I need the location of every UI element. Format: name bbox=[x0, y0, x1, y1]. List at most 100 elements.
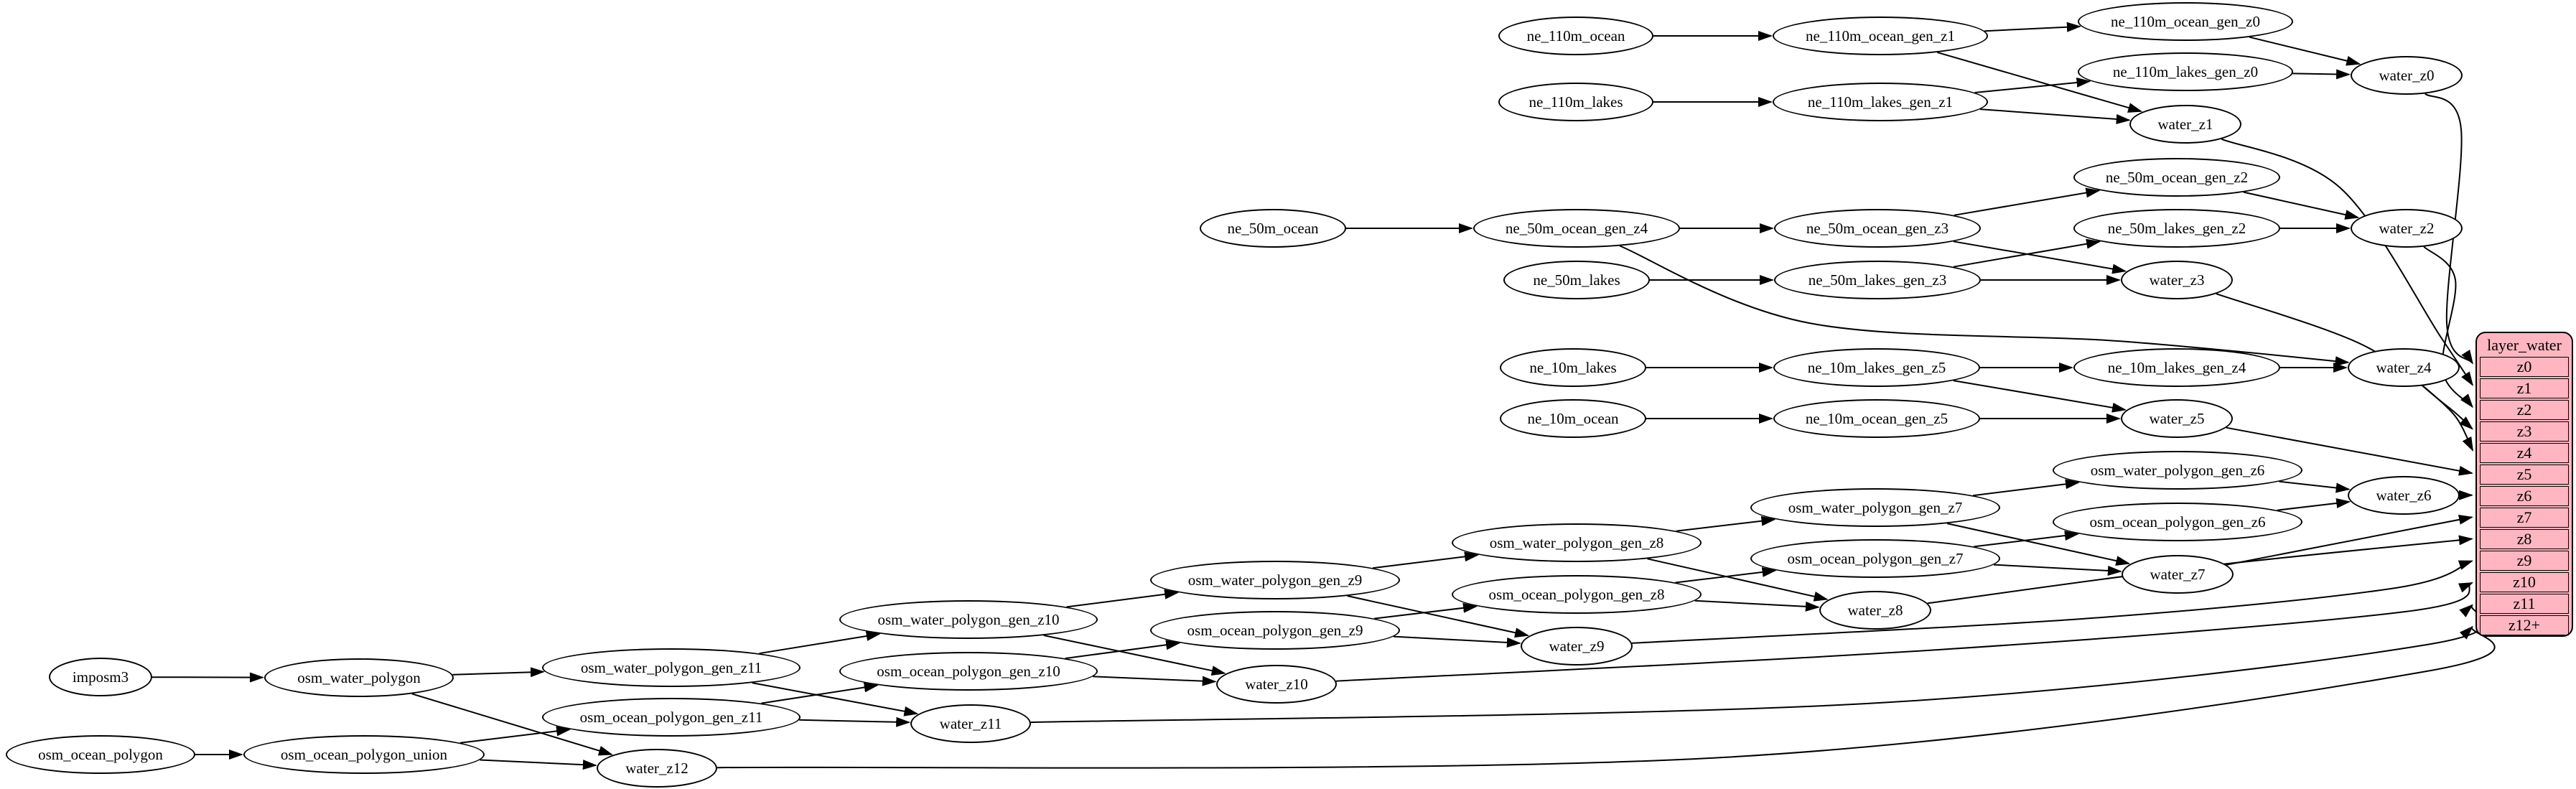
table-row-z8: z8 bbox=[2480, 529, 2569, 549]
node-osm-ocean-polygon-union: osm_ocean_polygon_union bbox=[243, 735, 485, 774]
node-water-z6: water_z6 bbox=[2348, 476, 2460, 515]
edge-ne-110m-lakes-gen-z1-to-ne-110m-lakes-gen-z0 bbox=[1974, 78, 2091, 93]
node-osm-water-polygon-gen-z8: osm_water_polygon_gen_z8 bbox=[1452, 523, 1702, 562]
node-osm-water-polygon-gen-z9: osm_water_polygon_gen_z9 bbox=[1150, 561, 1400, 599]
node-ne-110m-lakes: ne_110m_lakes bbox=[1498, 83, 1653, 121]
edge-osm-water-polygon-gen-z8-to-osm-water-polygon-gen-z7 bbox=[1676, 515, 1776, 532]
node-ne-10m-ocean-gen-z5: ne_10m_ocean_gen_z5 bbox=[1773, 399, 1980, 438]
node-ne-50m-lakes-gen-z3: ne_50m_lakes_gen_z3 bbox=[1774, 261, 1981, 299]
node-water-z2: water_z2 bbox=[2351, 209, 2463, 248]
node-osm-water-polygon-gen-z6: osm_water_polygon_gen_z6 bbox=[2053, 451, 2302, 490]
edge-ne-50m-lakes-gen-z3-to-ne-50m-lakes-gen-z2 bbox=[1953, 238, 2101, 268]
node-water-z4: water_z4 bbox=[2348, 348, 2460, 387]
edge-osm-ocean-polygon-union-to-osm-ocean-polygon-gen-z11 bbox=[459, 726, 571, 744]
edge-ne-50m-ocean-gen-z2-to-water-z2 bbox=[2243, 191, 2360, 220]
edge-osm-ocean-polygon-gen-z11-to-water-z11 bbox=[799, 716, 911, 727]
layer-water-table-title: layer_water bbox=[2487, 336, 2562, 354]
table-row-z12-plus: z12+ bbox=[2480, 615, 2569, 635]
table-row-z4: z4 bbox=[2480, 443, 2569, 463]
table-row-z11: z11 bbox=[2480, 594, 2569, 614]
edge-ne-110m-ocean-gen-z1-to-water-z1 bbox=[1936, 51, 2143, 113]
node-water-z0: water_z0 bbox=[2351, 56, 2463, 95]
edge-ne-50m-ocean-gen-z3-to-ne-50m-ocean-gen-z2 bbox=[1954, 187, 2101, 216]
edge-osm-water-polygon-gen-z9-to-osm-water-polygon-gen-z8 bbox=[1372, 551, 1479, 569]
node-ne-110m-ocean-gen-z1: ne_110m_ocean_gen_z1 bbox=[1773, 17, 1988, 55]
node-water-z11: water_z11 bbox=[910, 704, 1031, 743]
edge-ne-50m-ocean-gen-z4-to-water-z4 bbox=[1619, 245, 2350, 367]
node-ne-110m-lakes-gen-z0: ne_110m_lakes_gen_z0 bbox=[2078, 52, 2293, 91]
node-osm-ocean-polygon-gen-z11: osm_ocean_polygon_gen_z11 bbox=[542, 698, 801, 737]
node-ne-110m-ocean-gen-z0: ne_110m_ocean_gen_z0 bbox=[2078, 2, 2293, 41]
table-row-z5: z5 bbox=[2480, 464, 2569, 485]
table-row-z1: z1 bbox=[2480, 378, 2569, 398]
node-osm-water-polygon: osm_water_polygon bbox=[264, 658, 454, 697]
edge-ne-110m-lakes-gen-z1-to-water-z1 bbox=[1979, 108, 2131, 124]
node-osm-water-polygon-gen-z10: osm_water_polygon_gen_z10 bbox=[839, 600, 1098, 639]
node-ne-10m-ocean: ne_10m_ocean bbox=[1500, 399, 1646, 438]
node-ne-50m-ocean: ne_50m_ocean bbox=[1200, 209, 1346, 248]
edge-osm-water-polygon-to-osm-water-polygon-gen-z11 bbox=[452, 667, 545, 678]
edge-water-z2-to-layer-water-z2 bbox=[2423, 246, 2473, 408]
node-osm-ocean-polygon-gen-z9: osm_ocean_polygon_gen_z9 bbox=[1150, 611, 1400, 650]
edge-water-z12-to-layer-water-z12-plus bbox=[717, 625, 2496, 769]
node-ne-10m-lakes-gen-z5: ne_10m_lakes_gen_z5 bbox=[1773, 348, 1980, 387]
node-imposm3: imposm3 bbox=[49, 658, 152, 696]
node-osm-water-polygon-gen-z7: osm_water_polygon_gen_z7 bbox=[1750, 488, 2000, 527]
edge-osm-ocean-polygon-gen-z9-to-osm-ocean-polygon-gen-z8 bbox=[1373, 602, 1478, 620]
edge-water-z9-to-layer-water-z9 bbox=[1632, 560, 2473, 644]
node-ne-50m-lakes-gen-z2: ne_50m_lakes_gen_z2 bbox=[2073, 209, 2280, 248]
node-osm-ocean-polygon-gen-z6: osm_ocean_polygon_gen_z6 bbox=[2053, 503, 2302, 541]
edge-osm-ocean-polygon-gen-z11-to-osm-ocean-polygon-gen-z10 bbox=[761, 682, 879, 704]
edge-ne-110m-lakes-gen-z0-to-water-z0 bbox=[2292, 69, 2351, 80]
node-water-z5: water_z5 bbox=[2121, 399, 2233, 438]
node-water-z1: water_z1 bbox=[2129, 105, 2241, 144]
edge-osm-ocean-polygon-gen-z7-to-water-z7 bbox=[1993, 564, 2122, 576]
node-ne-50m-lakes: ne_50m_lakes bbox=[1503, 261, 1650, 299]
table-row-z6: z6 bbox=[2480, 486, 2569, 506]
table-row-z10: z10 bbox=[2480, 572, 2569, 592]
node-ne-110m-ocean: ne_110m_ocean bbox=[1498, 17, 1653, 55]
node-ne-110m-lakes-gen-z1: ne_110m_lakes_gen_z1 bbox=[1773, 83, 1988, 121]
edge-osm-water-polygon-gen-z10-to-water-z10 bbox=[1043, 635, 1226, 676]
edge-osm-water-polygon-gen-z9-to-water-z9 bbox=[1347, 595, 1530, 638]
node-water-z10: water_z10 bbox=[1216, 665, 1337, 704]
edge-osm-ocean-polygon-gen-z6-to-water-z6 bbox=[2277, 498, 2351, 511]
edge-osm-ocean-polygon-union-to-water-z12 bbox=[480, 759, 597, 770]
edge-water-z10-to-layer-water-z10 bbox=[1335, 582, 2474, 682]
edge-water-z4-to-layer-water-z4 bbox=[2422, 385, 2474, 452]
node-ne-50m-ocean-gen-z3: ne_50m_ocean_gen_z3 bbox=[1774, 209, 1981, 248]
edge-osm-ocean-polygon-gen-z10-to-osm-ocean-polygon-gen-z9 bbox=[1065, 640, 1181, 660]
node-osm-ocean-polygon-gen-z10: osm_ocean_polygon_gen_z10 bbox=[839, 652, 1098, 691]
node-osm-water-polygon-gen-z11: osm_water_polygon_gen_z11 bbox=[542, 648, 801, 687]
node-water-z3: water_z3 bbox=[2121, 261, 2233, 299]
edge-osm-water-polygon-gen-z8-to-water-z8 bbox=[1647, 558, 1829, 602]
table-row-z9: z9 bbox=[2480, 551, 2569, 571]
table-row-z0: z0 bbox=[2480, 357, 2569, 377]
table-row-z7: z7 bbox=[2480, 508, 2569, 528]
node-water-z8: water_z8 bbox=[1819, 591, 1931, 630]
edge-water-z5-to-layer-water-z5 bbox=[2226, 426, 2473, 476]
node-ne-50m-ocean-gen-z4: ne_50m_ocean_gen_z4 bbox=[1473, 209, 1680, 248]
node-water-z9: water_z9 bbox=[1521, 627, 1633, 666]
node-ne-10m-lakes: ne_10m_lakes bbox=[1500, 348, 1646, 387]
table-row-z2: z2 bbox=[2480, 400, 2569, 420]
edge-water-z7-to-layer-water-z7 bbox=[2226, 514, 2473, 566]
edge-osm-water-polygon-to-water-z12 bbox=[411, 693, 613, 756]
node-water-z7: water_z7 bbox=[2122, 555, 2234, 594]
edge-osm-ocean-polygon-gen-z8-to-water-z8 bbox=[1694, 599, 1820, 612]
edge-osm-ocean-polygon-gen-z10-to-water-z10 bbox=[1093, 676, 1217, 686]
edge-osm-ocean-polygon-gen-z8-to-osm-ocean-polygon-gen-z7 bbox=[1675, 566, 1777, 584]
edge-osm-water-polygon-gen-z7-to-osm-water-polygon-gen-z6 bbox=[1972, 479, 2080, 497]
node-osm-ocean-polygon: osm_ocean_polygon bbox=[6, 735, 195, 774]
node-osm-ocean-polygon-gen-z8: osm_ocean_polygon_gen_z8 bbox=[1452, 575, 1702, 614]
node-osm-ocean-polygon-gen-z7: osm_ocean_polygon_gen_z7 bbox=[1750, 539, 2000, 578]
edge-ne-50m-ocean-gen-z3-to-water-z3 bbox=[1953, 241, 2127, 274]
edge-ne-110m-ocean-gen-z1-to-ne-110m-ocean-gen-z0 bbox=[1984, 22, 2081, 32]
edge-osm-water-polygon-gen-z7-to-water-z7 bbox=[1946, 523, 2131, 566]
edge-osm-water-polygon-gen-z11-to-water-z11 bbox=[752, 682, 919, 716]
